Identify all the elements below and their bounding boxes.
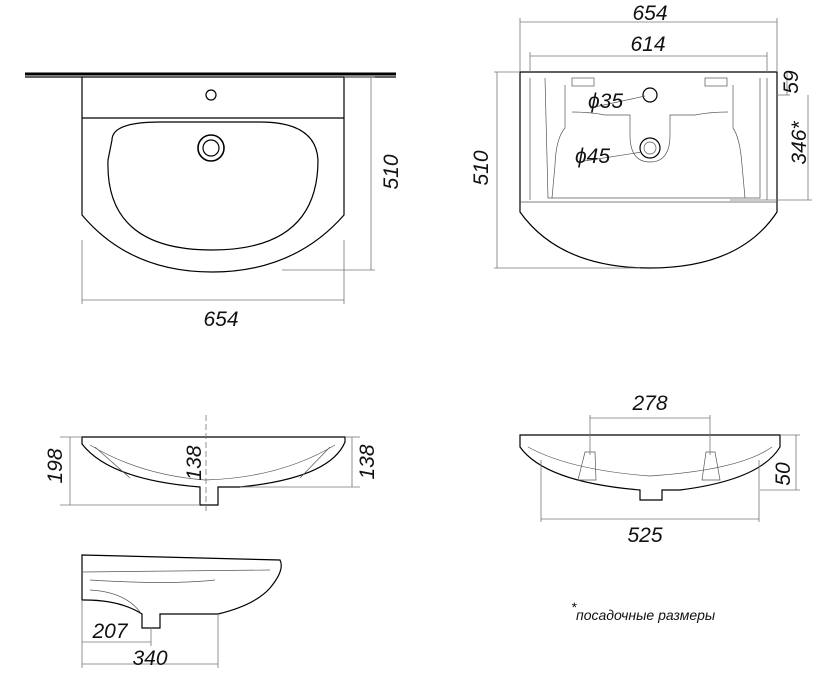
section-bowl-depth-label: 138 bbox=[183, 445, 206, 480]
section-view: 198 138 138 bbox=[44, 415, 379, 512]
rear-width-label: 525 bbox=[627, 524, 662, 547]
tap-hole-diameter-label: ϕ35 bbox=[588, 90, 623, 113]
section-right-depth-label: 138 bbox=[356, 444, 379, 479]
rear-view: 278 525 50 bbox=[519, 392, 800, 547]
side-depth-label: 340 bbox=[132, 647, 167, 670]
front-inner-width-label: 614 bbox=[630, 33, 665, 56]
top-view-depth-label: 510 bbox=[380, 154, 403, 189]
top-view: 654 510 bbox=[25, 72, 403, 331]
rear-height-label: 50 bbox=[772, 462, 795, 486]
footnote-text: посадочные размеры bbox=[576, 607, 716, 623]
rear-mount-spacing-label: 278 bbox=[631, 392, 667, 415]
front-view: 654 614 510 59 346* ϕ35 ϕ45 bbox=[470, 2, 812, 269]
side-drain-offset-label: 207 bbox=[91, 620, 128, 643]
front-mount-depth-label: 346* bbox=[788, 121, 811, 165]
front-offset-label: 59 bbox=[780, 70, 803, 94]
footnote-mark: * bbox=[571, 599, 577, 615]
front-depth-label: 510 bbox=[470, 150, 493, 185]
top-view-width-label: 654 bbox=[203, 308, 238, 331]
drain-diameter-label: ϕ45 bbox=[575, 145, 610, 168]
side-view: 207 340 bbox=[81, 554, 282, 670]
footnote: * посадочные размеры bbox=[571, 599, 716, 623]
section-height-label: 198 bbox=[44, 448, 67, 483]
front-outer-width-label: 654 bbox=[632, 2, 667, 25]
